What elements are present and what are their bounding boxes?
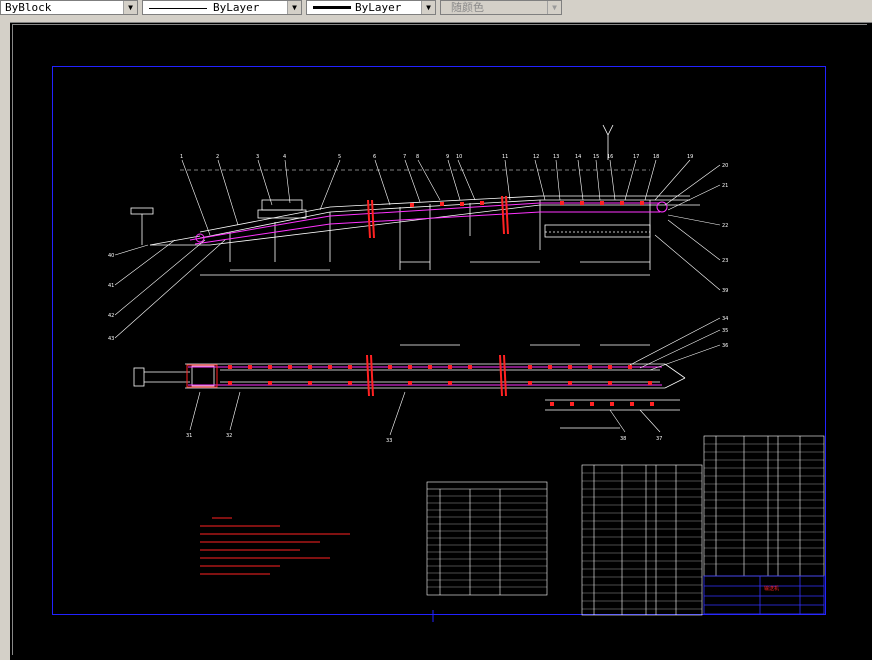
svg-text:23: 23 — [722, 258, 728, 264]
elevation-view — [130, 124, 700, 276]
linetype-swatch — [149, 8, 207, 9]
color-combo: 随颜色 ▼ — [440, 0, 562, 15]
svg-text:42: 42 — [108, 313, 114, 319]
belt-elevation — [189, 201, 668, 245]
svg-text:34: 34 — [722, 316, 728, 322]
svg-text:13: 13 — [553, 154, 559, 160]
lineweight-combo[interactable]: ByLayer ▼ — [306, 0, 436, 15]
svg-text:21: 21 — [722, 183, 728, 189]
plan-balloons: 31 32 33 34 35 36 37 38 39 — [186, 288, 728, 444]
linetype-combo[interactable]: ByLayer ▼ — [142, 0, 302, 15]
svg-text:37: 37 — [656, 436, 662, 442]
svg-text:33: 33 — [386, 438, 392, 444]
plan-leaders — [189, 317, 721, 436]
svg-text:22: 22 — [722, 223, 728, 229]
linetype-combo-value: ByLayer — [213, 1, 260, 14]
svg-text:5: 5 — [338, 154, 341, 160]
elevation-balloons: 1 2 3 4 5 6 7 8 9 10 11 12 13 14 15 16 1… — [108, 154, 728, 342]
plan-breaks — [366, 354, 507, 397]
svg-text:7: 7 — [403, 154, 406, 160]
parameter-table — [426, 481, 548, 596]
svg-text:16: 16 — [607, 154, 613, 160]
svg-text:18: 18 — [653, 154, 659, 160]
svg-text:12: 12 — [533, 154, 539, 160]
svg-text:10: 10 — [456, 154, 462, 160]
color-combo-value: 随颜色 — [451, 1, 484, 14]
svg-text:6: 6 — [373, 154, 376, 160]
svg-text:20: 20 — [722, 163, 728, 169]
plan-idlers — [228, 365, 654, 406]
svg-text:35: 35 — [722, 328, 728, 334]
svg-text:14: 14 — [575, 154, 581, 160]
title-block — [703, 575, 825, 615]
svg-text:1: 1 — [180, 154, 183, 160]
chevron-down-icon: ▼ — [547, 1, 561, 14]
elevation-breaks — [367, 195, 509, 239]
title-cell: 输送机 — [764, 585, 779, 592]
technical-notes — [200, 517, 350, 575]
svg-text:43: 43 — [108, 336, 114, 342]
elevation-leaders — [114, 159, 721, 339]
drawing-frame — [52, 66, 826, 615]
svg-text:9: 9 — [446, 154, 449, 160]
drawing-canvas[interactable] — [12, 24, 867, 655]
svg-text:15: 15 — [593, 154, 599, 160]
parameter-table-rows — [427, 495, 547, 588]
properties-toolbar: ByBlock ▼ ByLayer ▼ ByLayer ▼ 随颜色 ▼ — [0, 0, 872, 23]
plan-belt — [186, 364, 662, 388]
block-combo-value: ByBlock — [5, 1, 52, 14]
lineweight-swatch — [313, 6, 351, 9]
svg-text:3: 3 — [256, 154, 259, 160]
block-combo[interactable]: ByBlock ▼ — [0, 0, 138, 15]
elevation-idlers — [410, 201, 644, 207]
parts-list — [581, 435, 825, 616]
svg-text:4: 4 — [283, 154, 286, 160]
svg-text:38: 38 — [620, 436, 626, 442]
svg-text:11: 11 — [502, 154, 508, 160]
chevron-down-icon[interactable]: ▼ — [287, 1, 301, 14]
plan-view — [133, 344, 686, 429]
svg-text:19: 19 — [687, 154, 693, 160]
lineweight-combo-value: ByLayer — [355, 1, 402, 14]
chevron-down-icon[interactable]: ▼ — [123, 1, 137, 14]
svg-text:40: 40 — [108, 253, 114, 259]
svg-text:17: 17 — [633, 154, 639, 160]
left-dock-strip — [0, 22, 10, 660]
svg-text:2: 2 — [216, 154, 219, 160]
svg-text:32: 32 — [226, 433, 232, 439]
svg-text:36: 36 — [722, 343, 728, 349]
chevron-down-icon[interactable]: ▼ — [421, 1, 435, 14]
svg-text:31: 31 — [186, 433, 192, 439]
svg-text:8: 8 — [416, 154, 419, 160]
parts-list-rows — [582, 443, 824, 610]
svg-text:41: 41 — [108, 283, 114, 289]
svg-text:39: 39 — [722, 288, 728, 294]
